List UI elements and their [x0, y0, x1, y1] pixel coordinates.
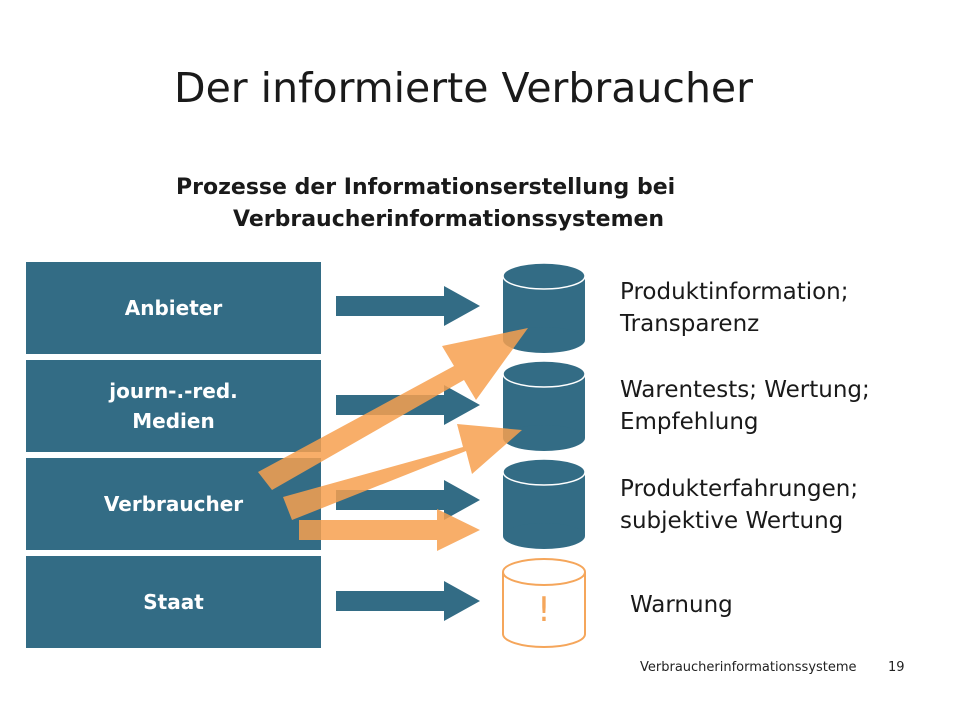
- output-warentests: Warentests; Wertung; Empfehlung: [620, 374, 870, 438]
- cylinder-produkterfahrungen: [502, 458, 586, 549]
- output-warnung: Warnung: [630, 589, 733, 621]
- subtitle-line-1: Prozesse der Informationserstellung bei: [176, 175, 676, 200]
- source-box-anbieter: Anbieter: [26, 262, 321, 354]
- output-produktinformation: Produktinformation; Transparenz: [620, 276, 849, 340]
- page-number: 19: [888, 660, 905, 675]
- source-box-staat: Staat: [26, 556, 321, 648]
- output-line: Warnung: [630, 592, 733, 618]
- orange-arrow-to-produktinformation: [258, 328, 528, 490]
- slide-title: Der informierte Verbraucher: [174, 64, 754, 112]
- cylinder-warnung: [502, 558, 586, 648]
- source-label-anbieter: Anbieter: [124, 296, 223, 320]
- source-label-staat: Staat: [143, 590, 204, 614]
- footer-label: Verbraucherinformationssysteme: [640, 660, 857, 675]
- output-line: Empfehlung: [620, 409, 759, 435]
- cylinder-produktinformation: [502, 262, 586, 353]
- output-line: Produkterfahrungen;: [620, 476, 859, 502]
- warning-icon: !: [537, 590, 551, 630]
- output-line: subjektive Wertung: [620, 508, 844, 534]
- output-line: Produktinformation;: [620, 279, 849, 305]
- output-line: Warentests; Wertung;: [620, 377, 870, 403]
- output-produkterfahrungen: Produkterfahrungen; subjektive Wertung: [620, 473, 858, 537]
- source-box-medien: journ-.-red. Medien: [26, 360, 321, 452]
- arrow-staat: [336, 581, 480, 621]
- arrow-verbraucher: [336, 480, 480, 520]
- arrow-anbieter: [336, 286, 480, 326]
- orange-arrow-to-produkterfahrungen: [299, 509, 480, 551]
- orange-arrow-to-warentests: [283, 424, 522, 520]
- subtitle-line-2: Verbraucherinformationssystemen: [233, 207, 665, 232]
- cylinder-warentests: [502, 360, 586, 451]
- slide-subtitle: Prozesse der Informationserstellung bei …: [176, 172, 876, 236]
- source-label-medien: journ-.-red. Medien: [109, 379, 238, 433]
- source-label-verbraucher: Verbraucher: [103, 492, 244, 516]
- output-line: Transparenz: [620, 311, 760, 337]
